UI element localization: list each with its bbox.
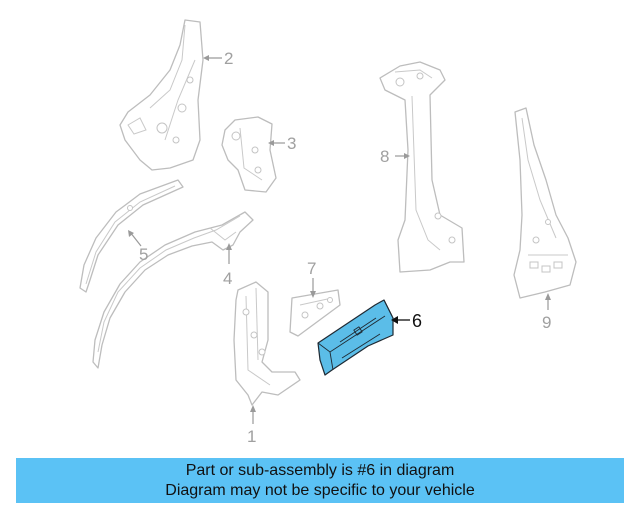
banner-line-part: Part or sub-assembly is #6 in diagram [185,462,455,479]
callout-7: 7 [307,259,316,298]
svg-text:8: 8 [380,147,389,166]
callout-8: 8 [380,147,410,166]
parts-diagram: 2 3 5 4 7 6 1 8 9 [79,19,577,446]
callout-1: 1 [247,405,256,446]
info-banner: Part or sub-assembly is #6 in diagram Di… [16,458,624,503]
part-1-lower-pillar[interactable] [233,281,301,406]
svg-text:4: 4 [223,269,232,288]
part-9-rear-pillar[interactable] [513,107,577,299]
part-3-bracket[interactable] [221,116,277,193]
callout-6: 6 [391,311,422,331]
svg-text:7: 7 [307,259,316,278]
callout-3: 3 [268,134,296,153]
part-8-center-pillar[interactable] [379,61,465,273]
callout-5: 5 [128,230,148,264]
part-7-bracket-plate[interactable] [289,289,341,337]
part-6-rocker-reinforcement[interactable] [317,299,394,376]
part-4-arch-pillar[interactable] [92,211,254,369]
svg-text:9: 9 [542,313,551,332]
svg-text:2: 2 [224,49,233,68]
svg-text:6: 6 [412,311,422,331]
banner-line-disclaimer: Diagram may not be specific to your vehi… [165,482,475,499]
callout-4: 4 [223,243,232,288]
svg-text:3: 3 [287,134,296,153]
part-2-quarter-panel[interactable] [119,19,204,171]
svg-text:1: 1 [247,427,256,446]
svg-text:5: 5 [139,245,148,264]
part-5-reinforcement[interactable] [79,179,184,293]
callout-9: 9 [542,293,551,332]
callout-2: 2 [203,49,233,68]
